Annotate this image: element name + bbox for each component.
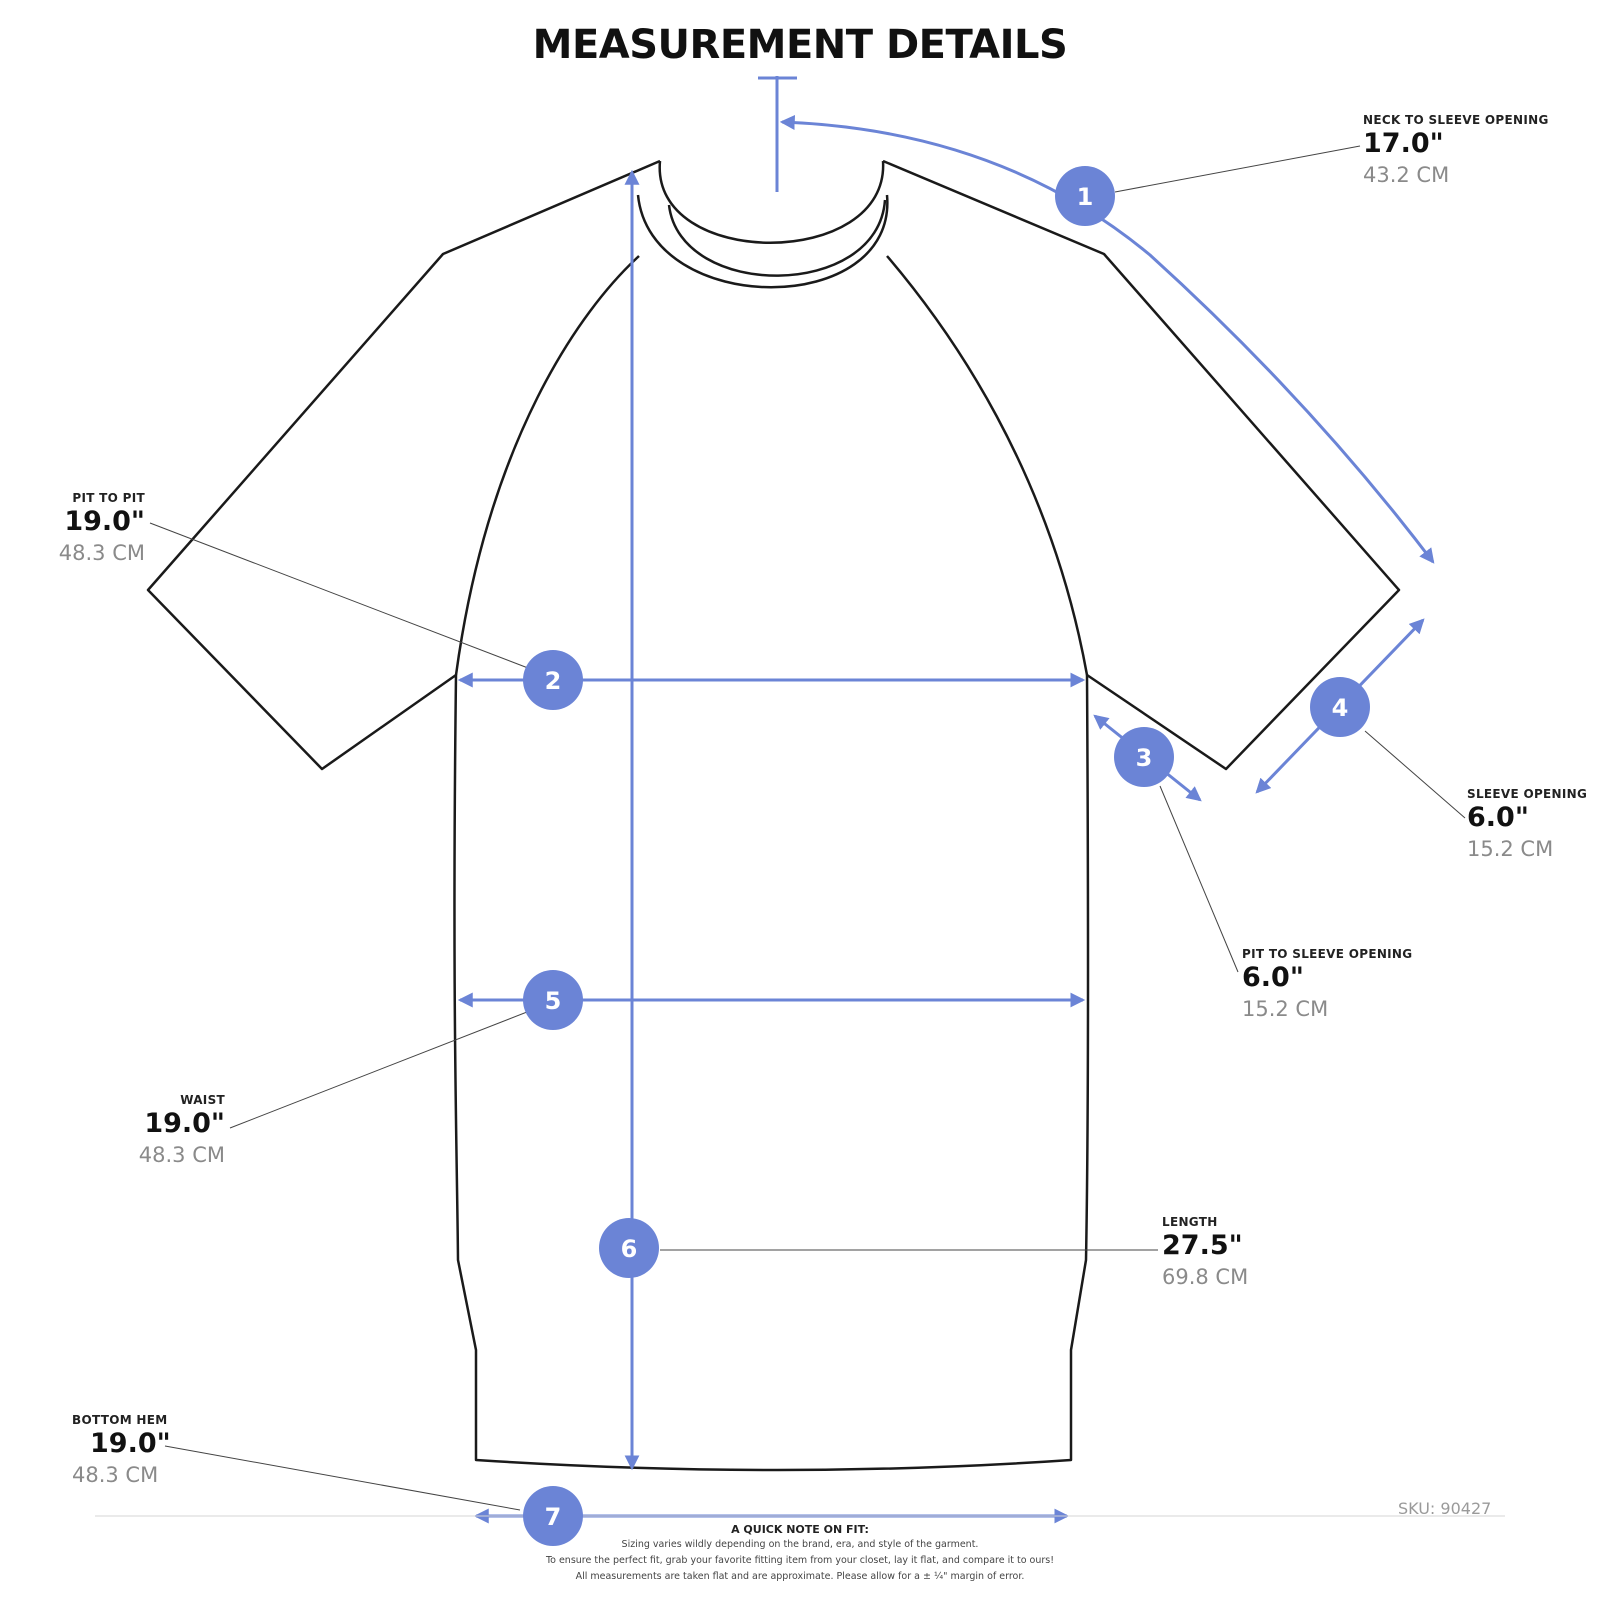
measurement-inches: 17.0" [1363,128,1444,159]
svg-text:2: 2 [545,667,562,695]
measurement-name: BOTTOM HEM [72,1413,168,1427]
fit-note-line: To ensure the perfect fit, grab your fav… [545,1555,1055,1566]
svg-text:3: 3 [1136,744,1153,772]
badge-5: 5 [523,970,583,1030]
label-waist: WAIST 19.0" 48.3 CM [100,1093,225,1169]
measurement-name: LENGTH [1162,1215,1218,1229]
label-pit-to-sleeve-opening: PIT TO SLEEVE OPENING 6.0" 15.2 CM [1242,947,1412,1023]
label-neck-to-sleeve-opening: NECK TO SLEEVE OPENING 17.0" 43.2 CM [1363,113,1549,189]
measurement-cm: 48.3 CM [138,1143,225,1167]
leader-2 [149,522,529,669]
leader-4 [1364,730,1466,819]
badge-3: 3 [1114,727,1174,787]
label-length: LENGTH 27.5" 69.8 CM [1162,1215,1248,1291]
measurement-inches: 19.0" [64,506,145,537]
badge-2: 2 [523,650,583,710]
fit-note-heading: A QUICK NOTE ON FIT: [731,1523,869,1536]
shirt-body-outline [146,159,1401,1472]
measurement-cm: 15.2 CM [1242,997,1329,1021]
number-badges: 1 2 3 4 5 6 7 [523,166,1370,1546]
arrow-neck-to-sleeve [779,114,1435,564]
leader-1 [1114,145,1361,193]
measurement-inches: 6.0" [1242,962,1304,993]
svg-text:1: 1 [1077,183,1094,211]
raglan-seam-right [886,255,1089,676]
measurement-name: SLEEVE OPENING [1467,787,1588,801]
measurement-cm: 69.8 CM [1162,1265,1249,1289]
measurement-name: NECK TO SLEEVE OPENING [1363,113,1549,127]
measurement-name: WAIST [180,1093,225,1107]
sku-label: SKU: 90427 [1398,1499,1492,1518]
badge-4: 4 [1310,677,1370,737]
badge-1: 1 [1055,166,1115,226]
svg-text:7: 7 [545,1503,562,1531]
fit-note: A QUICK NOTE ON FIT: Sizing varies wildl… [0,1522,1600,1585]
leader-5 [229,1011,528,1129]
raglan-seam-left [454,255,640,676]
label-bottom-hem: BOTTOM HEM 19.0" 48.3 CM [72,1413,171,1489]
measurement-inches: 19.0" [90,1428,171,1459]
leader-lines [149,145,1466,1511]
measurement-cm: 15.2 CM [1467,837,1554,861]
badge-6: 6 [599,1218,659,1278]
measurement-inches: 27.5" [1162,1230,1243,1261]
measurement-cm: 43.2 CM [1363,163,1450,187]
measurement-inches: 6.0" [1467,802,1529,833]
label-sleeve-opening: SLEEVE OPENING 6.0" 15.2 CM [1467,787,1587,863]
fit-note-line: All measurements are taken flat and are … [575,1571,1025,1582]
leader-7 [164,1445,521,1511]
measurement-cm: 48.3 CM [58,541,145,565]
label-pit-to-pit: PIT TO PIT 19.0" 48.3 CM [30,491,145,567]
measurement-inches: 19.0" [144,1108,225,1139]
svg-text:4: 4 [1332,694,1349,722]
page-title: MEASUREMENT DETAILS [532,22,1068,68]
svg-text:6: 6 [621,1235,638,1263]
measurement-name: PIT TO SLEEVE OPENING [1242,947,1413,961]
svg-text:5: 5 [545,987,562,1015]
fit-note-line: Sizing varies wildly depending on the br… [621,1539,979,1550]
measurement-name: PIT TO PIT [72,491,145,505]
collar-outer [658,160,885,244]
measurement-cm: 48.3 CM [72,1463,159,1487]
leader-3 [1159,785,1239,973]
badge-7: 7 [523,1486,583,1546]
